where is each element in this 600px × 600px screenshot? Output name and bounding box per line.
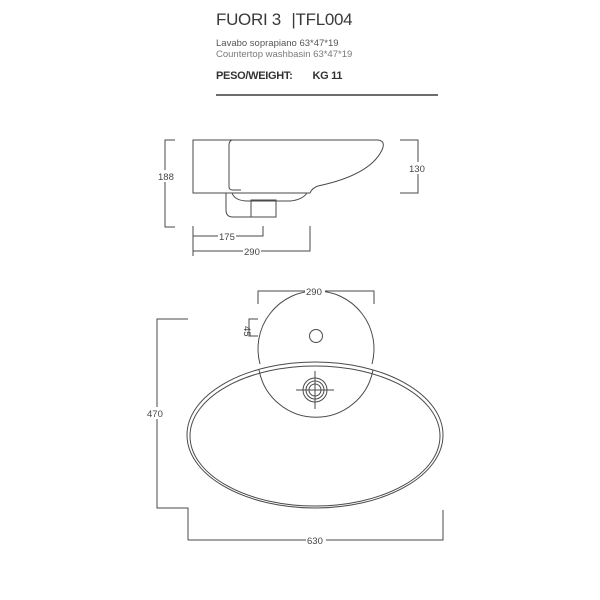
dimension-total-height xyxy=(164,139,175,228)
product-title: FUORI 3 |TFL004 xyxy=(216,10,353,30)
label-drain-offset: 175 xyxy=(219,232,235,243)
label-top-width: 630 xyxy=(307,536,323,547)
label-bowl-height: 130 xyxy=(409,164,425,175)
product-code: TFL004 xyxy=(295,10,353,29)
side-view-basin xyxy=(192,139,384,218)
tap-hole-icon xyxy=(309,329,323,343)
dimension-top-width xyxy=(188,510,444,541)
description-english: Countertop washbasin 63*47*19 xyxy=(216,49,353,60)
model-name: FUORI 3 xyxy=(216,10,281,29)
weight-row: PESO/WEIGHT: KG 11 xyxy=(216,70,342,82)
weight-label: PESO/WEIGHT: xyxy=(216,70,293,82)
label-tap-deck-width: 290 xyxy=(306,287,322,298)
description-italian: Lavabo soprapiano 63*47*19 xyxy=(216,38,339,49)
weight-value: KG 11 xyxy=(312,70,343,82)
top-view-basin xyxy=(186,290,444,509)
dimension-tap-hole-offset xyxy=(248,318,258,337)
dimension-top-depth xyxy=(156,318,189,540)
label-tap-hole-offset: 45 xyxy=(241,326,252,337)
label-top-depth: 470 xyxy=(147,409,163,420)
header-divider xyxy=(216,94,438,96)
label-side-depth: 290 xyxy=(244,247,260,258)
label-total-height: 188 xyxy=(158,172,174,183)
title-separator: | xyxy=(291,10,296,29)
dimension-side-depth xyxy=(193,226,311,252)
